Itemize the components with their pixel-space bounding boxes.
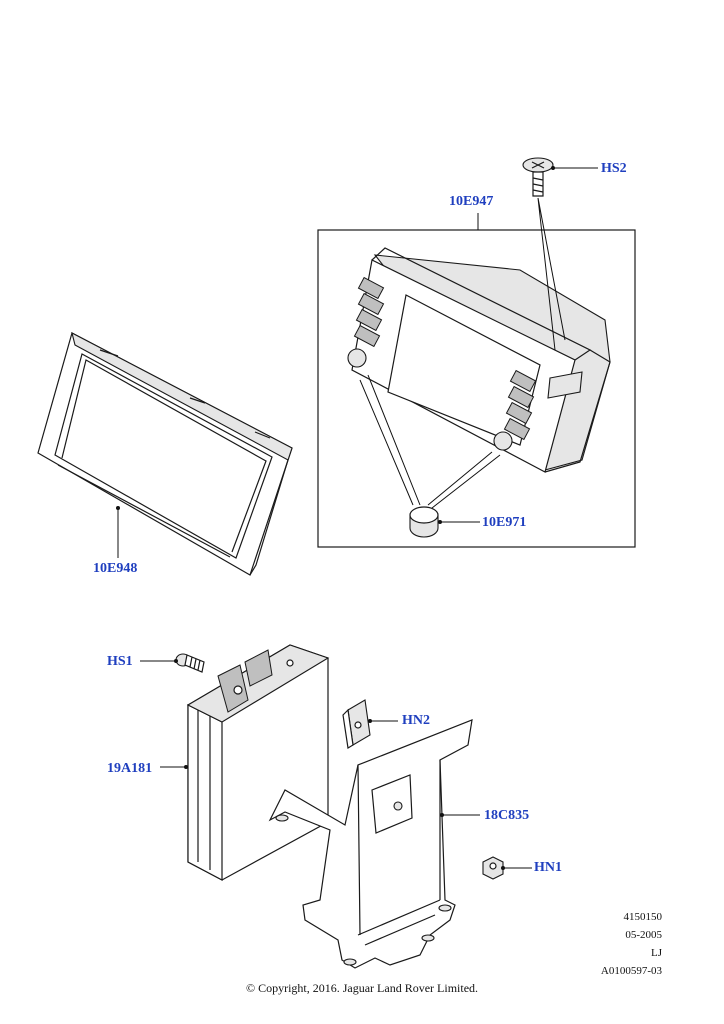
hs2-leader-dot (551, 166, 555, 170)
screw-hs2[interactable] (522, 157, 554, 197)
nut-hn1[interactable] (482, 856, 504, 880)
hn1-leader-dot (501, 866, 505, 870)
c835-leader-dot (440, 813, 444, 817)
knob-10e971[interactable] (409, 506, 439, 538)
diagram-ref: A0100597-03 (600, 965, 662, 977)
bracket-18c835[interactable] (268, 719, 473, 969)
diagram-metadata: 4150150 05-2005 LJ A0100597-03 (601, 908, 662, 980)
hs2-guide-lines (537, 197, 566, 351)
label-10e971[interactable]: 10E971 (482, 515, 527, 530)
label-18c835[interactable]: 18C835 (484, 808, 530, 823)
label-hs2[interactable]: HS2 (601, 161, 627, 176)
label-hs1[interactable]: HS1 (107, 654, 133, 669)
module-19a181[interactable] (186, 644, 330, 881)
a181-leader-dot (184, 765, 188, 769)
diagram-initials: LJ (651, 947, 662, 959)
label-10e948[interactable]: 10E948 (93, 561, 138, 576)
assembly-frame-10e947 (317, 229, 636, 548)
e948-leader-dot (116, 506, 120, 510)
clip-hn2[interactable] (342, 699, 371, 749)
hn2-leader-dot (368, 719, 372, 723)
screw-hs1[interactable] (175, 653, 205, 673)
label-10e947[interactable]: 10E947 (449, 194, 494, 209)
hs1-leader-dot (174, 659, 178, 663)
bezel-10e948[interactable] (37, 331, 293, 576)
display-unit[interactable] (347, 247, 611, 473)
diagram-code: 4150150 (623, 911, 663, 923)
label-19a181[interactable]: 19A181 (107, 761, 153, 776)
copyright-notice: © Copyright, 2016. Jaguar Land Rover Lim… (245, 981, 479, 995)
diagram-date: 05-2005 (625, 929, 662, 941)
label-hn2[interactable]: HN2 (402, 713, 430, 728)
label-hn1[interactable]: HN1 (534, 860, 562, 875)
e971-leader-dot (438, 520, 442, 524)
e971-guide-lines (359, 374, 501, 509)
